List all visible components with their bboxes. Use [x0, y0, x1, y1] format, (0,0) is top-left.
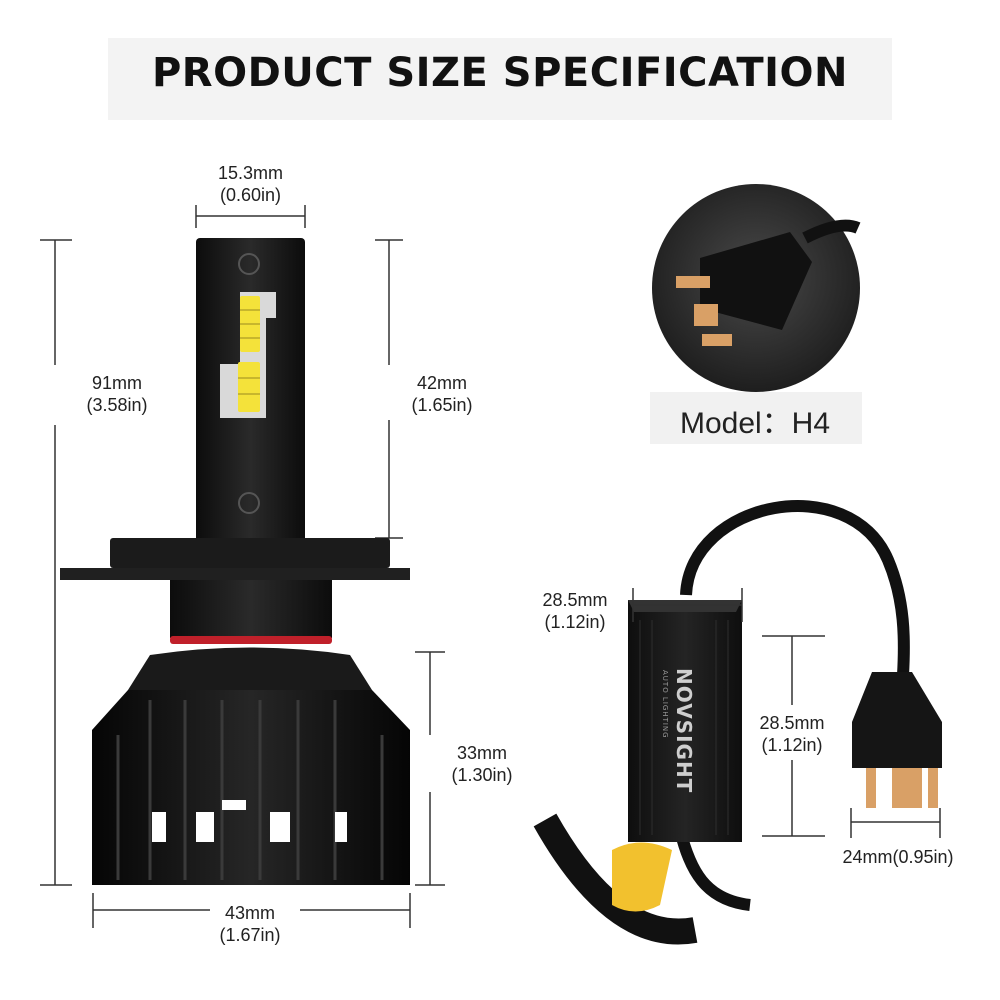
dim-top-width-mm: 15.3mm — [217, 163, 284, 183]
dim-total-height: 91mm (3.58in) — [62, 372, 172, 416]
dim-led-height-in: (1.65in) — [411, 395, 473, 415]
title-band — [108, 38, 892, 120]
dim-driver-height-in: (1.12in) — [761, 735, 823, 755]
brand-sub: AUTO LIGHTING — [661, 670, 669, 739]
dim-total-height-in: (3.58in) — [86, 395, 148, 415]
dim-driver-width: 28.5mm (1.12in) — [530, 589, 620, 633]
chip-carrier — [220, 292, 276, 418]
brand-name: NOVSIGHT — [672, 668, 696, 793]
cable-loop — [680, 500, 910, 676]
dimension-lines-driver — [632, 588, 941, 838]
screw-top — [238, 253, 260, 275]
bulb-collar — [110, 538, 390, 568]
dim-top-width-in: (0.60in) — [219, 185, 282, 205]
dim-led-height-mm: 42mm — [416, 373, 467, 393]
cable-lower — [533, 813, 698, 945]
accent-ring — [170, 636, 332, 644]
label-tag — [612, 842, 672, 912]
dim-plug-width: 24mm(0.95in) — [828, 846, 968, 868]
heatsink-top — [128, 647, 372, 690]
driver-h4-plug — [852, 672, 942, 768]
driver-box — [628, 600, 742, 842]
dim-heatsink-height: 33mm (1.30in) — [432, 742, 532, 786]
dim-base-width-in: (1.67in) — [219, 925, 281, 945]
bulb-flange — [60, 568, 410, 580]
plug-pin-a — [866, 768, 876, 808]
dim-driver-width-in: (1.12in) — [544, 612, 606, 632]
dim-total-height-mm: 91mm — [91, 373, 142, 393]
pin-1 — [676, 276, 710, 288]
pin-2 — [694, 304, 718, 326]
led-bulb — [60, 238, 410, 885]
bulb-neck — [170, 580, 332, 638]
dim-base-width: 43mm (1.67in) — [205, 902, 295, 946]
led-chip-lower — [238, 362, 260, 412]
dim-heatsink-height-in: (1.30in) — [451, 765, 513, 785]
dim-base-width-mm: 43mm — [224, 903, 275, 923]
dim-heatsink-height-mm: 33mm — [456, 743, 507, 763]
plug-pin-b — [892, 768, 922, 808]
pin-3 — [702, 334, 732, 346]
h4-plug-body — [700, 232, 812, 330]
heatsink-body — [92, 690, 410, 885]
plug-pin-c — [928, 768, 938, 808]
model-label: Model：H4 — [679, 407, 831, 440]
driver-module — [533, 500, 942, 945]
model-band — [650, 392, 862, 444]
dim-led-height: 42mm (1.65in) — [392, 372, 492, 416]
model-plug-closeup — [652, 184, 861, 392]
screw-bottom — [238, 492, 260, 514]
brand-logo: NOVSIGHT AUTO LIGHTING — [661, 668, 696, 793]
dim-plug-width-text: 24mm(0.95in) — [842, 847, 954, 867]
dim-driver-width-mm: 28.5mm — [542, 590, 608, 610]
dim-driver-height: 28.5mm (1.12in) — [746, 712, 838, 756]
page-title: PRODUCT SIZE SPECIFICATION — [151, 50, 849, 96]
dimension-lines-bulb — [40, 205, 445, 928]
dim-driver-height-mm: 28.5mm — [759, 713, 825, 733]
dim-top-width: 15.3mm (0.60in) — [196, 162, 305, 206]
